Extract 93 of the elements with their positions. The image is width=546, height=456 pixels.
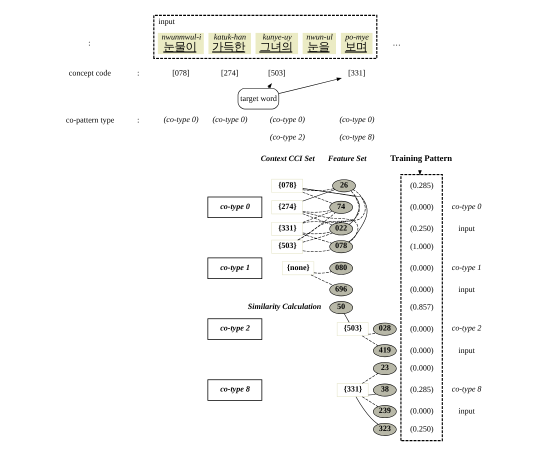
- node-box: {503}: [270, 240, 302, 254]
- node-box: {331}: [336, 383, 368, 397]
- node-box: katuk-han 가득한: [208, 32, 250, 54]
- label: input: [458, 284, 474, 294]
- connector: [302, 192, 332, 204]
- connector: [302, 212, 358, 242]
- connector: [367, 332, 376, 334]
- node-box: {274}: [270, 200, 302, 214]
- node-ellipse: 239: [372, 405, 396, 418]
- connector: [355, 396, 378, 425]
- node-text: [274]: [220, 68, 238, 78]
- node-text: [078]: [172, 68, 190, 78]
- connector: [362, 336, 378, 346]
- node-text: (0.250): [410, 224, 434, 233]
- node-ellipse: 078: [328, 240, 352, 254]
- label: input: [458, 224, 474, 233]
- label: (co-type 2): [269, 132, 304, 142]
- label: concept code: [68, 68, 110, 78]
- node-text: (0.000): [410, 284, 434, 294]
- node-box: nwunmwul-i 눈물이: [157, 32, 204, 54]
- node-text: (0.000): [410, 406, 434, 416]
- node-text: (0.000): [410, 263, 434, 272]
- node-box: {331}: [270, 222, 302, 236]
- connector: [302, 249, 331, 252]
- connector: [361, 373, 378, 384]
- node-box: {none}: [281, 261, 314, 276]
- label: Similarity Calculation: [247, 302, 321, 312]
- arrow: [266, 83, 272, 89]
- node-box: {078}: [270, 178, 302, 193]
- connector: [302, 210, 332, 223]
- label: …: [392, 38, 400, 48]
- node-box: kunye-uy 그녀의: [255, 32, 298, 54]
- node-text: (0.285): [410, 385, 434, 394]
- label: (co-type 0): [338, 114, 374, 124]
- node-ellipse: 080: [328, 262, 352, 275]
- node-box: co-type 2: [206, 318, 262, 340]
- connector: [297, 212, 336, 240]
- connector: [362, 396, 378, 407]
- node-ellipse: 26: [332, 179, 356, 192]
- node-text: (0.000): [410, 346, 434, 355]
- node-box: co-type 0: [206, 196, 262, 218]
- connector: [302, 214, 332, 226]
- node-box: po-mye 보며: [340, 32, 372, 54]
- node-text: (0.000): [410, 202, 434, 212]
- node-ellipse: 50: [328, 301, 352, 314]
- node-text: (0.857): [410, 302, 434, 312]
- node-ellipse: 419: [372, 344, 396, 358]
- label: (co-type 0): [269, 114, 304, 124]
- node-box: co-type 8: [206, 379, 262, 401]
- label: (co-type 8): [338, 132, 374, 142]
- label: :: [136, 115, 139, 124]
- label: (co-type 0): [212, 114, 247, 124]
- node-text: Training Pattern: [390, 153, 452, 164]
- label: co-type 8: [451, 384, 481, 394]
- label: input: [458, 406, 474, 416]
- label: co-type 0: [451, 202, 481, 211]
- node-box: {503}: [336, 322, 368, 336]
- node-ellipse: 022: [328, 222, 352, 236]
- node-text: (0.000): [410, 324, 434, 334]
- cluster: [400, 174, 442, 442]
- label: input: [458, 346, 474, 355]
- label: (co-type 0): [163, 114, 198, 124]
- connector: [367, 394, 376, 396]
- node-ellipse: 74: [328, 200, 352, 214]
- node-text: (0.000): [410, 364, 434, 373]
- connector: [302, 232, 331, 234]
- node-box: co-type 1: [206, 258, 262, 279]
- arrow: [278, 78, 342, 94]
- node-ellipse: 23: [372, 362, 396, 375]
- node-text: (1.000): [410, 242, 434, 251]
- node-box: nwun-ul 눈을: [302, 32, 336, 54]
- connector: [302, 188, 334, 191]
- connector: [302, 189, 335, 202]
- label: co-type 1: [451, 262, 481, 272]
- node-box: target word: [237, 88, 279, 110]
- connector: [302, 210, 331, 213]
- connector: [310, 274, 333, 286]
- node-ellipse: 323: [372, 422, 396, 436]
- label: co-type 2: [451, 324, 481, 333]
- node-text: (0.285): [410, 180, 434, 190]
- connector: [343, 313, 349, 323]
- label: :: [88, 38, 90, 48]
- label: Context CCI Set: [260, 154, 314, 164]
- connector: [313, 271, 332, 274]
- node-text: (0.250): [410, 424, 434, 434]
- label: :: [136, 68, 139, 78]
- node-text: [331]: [348, 68, 365, 78]
- label: Feature Set: [327, 154, 366, 164]
- node-ellipse: 696: [328, 283, 352, 296]
- node-ellipse: 38: [372, 384, 396, 396]
- node-text: [503]: [268, 68, 286, 78]
- label: co-pattern type: [65, 115, 114, 124]
- node-ellipse: 028: [372, 322, 396, 336]
